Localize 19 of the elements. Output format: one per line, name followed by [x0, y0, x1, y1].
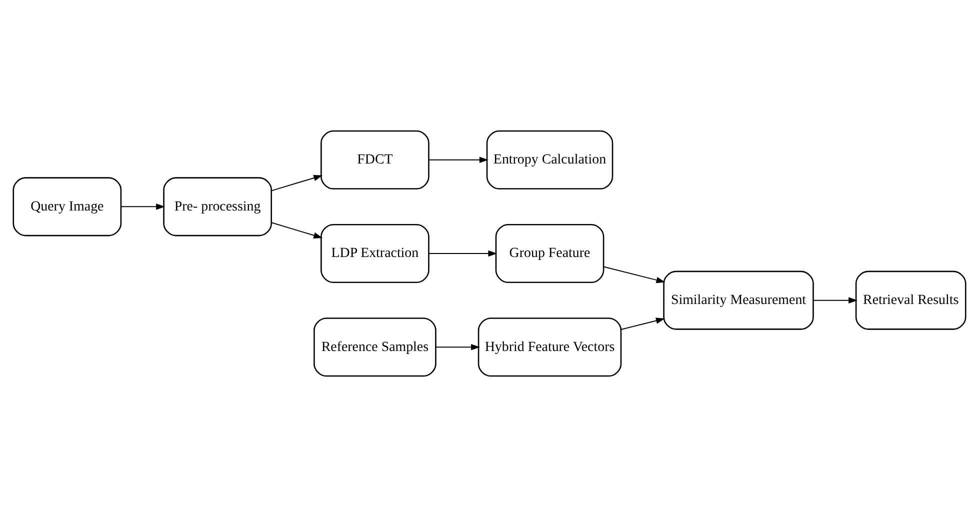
node-box: FDCT: [320, 130, 430, 189]
node-box: Pre- processing: [163, 176, 272, 236]
node-box: Entropy Calculation: [486, 130, 614, 189]
node-box: Query Image: [12, 176, 122, 236]
arrow: [120, 203, 166, 210]
arrow: [428, 250, 498, 256]
node-box: Hybrid Feature Vectors: [478, 317, 622, 376]
arrow: [620, 317, 665, 330]
arrow: [271, 222, 323, 238]
arrow: [812, 296, 858, 303]
node-box: Reference Samples: [314, 317, 436, 376]
node-box: LDP Extraction: [320, 223, 430, 283]
arrow: [435, 343, 480, 350]
arrow: [603, 266, 666, 283]
arrow: [271, 174, 323, 191]
node-box: Retrieval Results: [855, 270, 966, 330]
arrow: [428, 156, 488, 163]
node-box: Group Feature: [495, 223, 604, 283]
node-box: Similarity Measurement: [663, 270, 814, 330]
